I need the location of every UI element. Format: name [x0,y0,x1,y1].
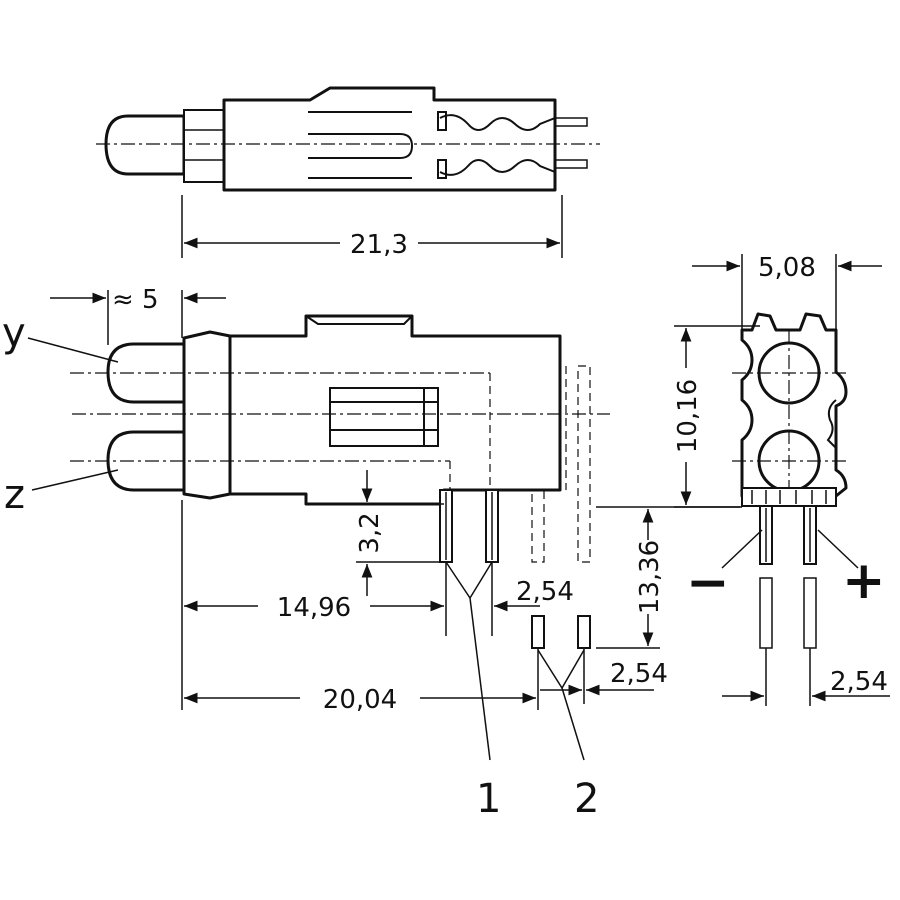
dim-text-3-2: 3,2 [355,512,385,553]
front-window [329,387,439,447]
pin-group-labels: 1 2 [445,561,599,822]
pin-2a [531,615,545,649]
led-lens-y [106,342,186,404]
front-flange [182,330,232,500]
front-view [70,314,610,649]
top-pin-2 [554,159,588,169]
dim-text-2-54-front: 2,54 [516,577,574,607]
pin-2b-hidden [577,365,591,563]
top-pin-1 [554,117,588,127]
pin-2a-hidden [531,489,545,563]
dim-text-14-96: 14,96 [277,593,351,623]
dim-width: 5,08 [692,253,882,330]
label-z: z [4,472,25,518]
led-labels: y z [2,310,119,518]
label-pin-group-2: 2 [574,776,599,822]
front-body [228,314,562,506]
dim-text-13-36: 13,36 [635,540,665,614]
dim-text-10-16: 10,16 [673,379,703,453]
dim-side-pin-pitch: 2,54 [722,648,890,706]
label-y: y [2,310,26,356]
side-pin-plus-lower [803,577,817,649]
led-lens-z [106,430,186,492]
dim-overall-length: 21,3 [181,195,563,260]
dim-pin1-offset: 14,96 [181,500,447,710]
pin-2b [577,615,591,649]
plus-sign: + [842,551,886,611]
side-pin-minus-lower [759,577,773,649]
label-pin-group-1: 1 [476,776,501,822]
dim-pin-gap: 3,2 [355,470,444,596]
dim-text-20-04: 20,04 [323,685,397,715]
minus-sign: − [686,553,730,613]
dim-text-approx-5: ≈ 5 [112,285,159,315]
dim-lens-length: ≈ 5 [50,285,226,345]
top-neck [183,109,225,183]
polarity-markers: − + [686,529,886,613]
top-lens [104,114,186,176]
dim-text-2-54-side: 2,54 [830,667,888,697]
top-body [222,86,557,192]
dim-led-spacing: 10,16 [673,325,760,508]
dim-pin2-pitch: 2,54 [540,648,668,704]
dim-pin-pitch-front: 2,54 [491,562,574,636]
dim-text-21-3: 21,3 [350,230,408,260]
dim-pcb-height: 13,36 [596,506,740,649]
dim-text-5-08: 5,08 [758,253,816,283]
dim-text-2-54-pin2: 2,54 [610,659,668,689]
top-view [96,86,600,192]
dim-pin2-offset: 20,04 [184,648,539,715]
side-view [732,312,850,649]
